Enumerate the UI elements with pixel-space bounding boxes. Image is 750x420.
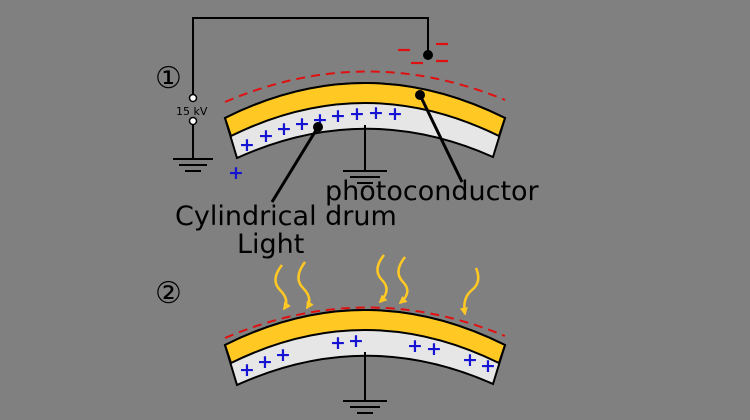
svg-text:+: + [387, 103, 403, 125]
light-ray [397, 256, 409, 305]
svg-text:+: + [462, 349, 478, 371]
step-1-number: ① [155, 61, 182, 96]
light-ray [274, 264, 291, 311]
voltage-label: 15 kV [176, 105, 208, 118]
step-1-charging: ① 15 kV + + + + + [155, 17, 540, 260]
svg-text:+: + [239, 359, 255, 381]
drum-leader [270, 126, 320, 203]
svg-text:+: + [349, 103, 365, 125]
drum-label: Cylindrical drum [175, 201, 397, 232]
corona-negative-charges [398, 42, 448, 65]
terminal-top [188, 93, 198, 103]
light-rays [274, 254, 480, 316]
svg-text:+: + [330, 332, 346, 354]
svg-text:+: + [239, 134, 255, 156]
light-ray [297, 261, 314, 310]
svg-text:+: + [407, 335, 423, 357]
photoconductor-leader [418, 94, 464, 183]
photoconductor-layer-1 [223, 82, 507, 138]
svg-text:+: + [348, 330, 364, 352]
svg-text:+: + [480, 355, 496, 377]
svg-text:+: + [368, 102, 384, 124]
photoconductor-layer-2 [223, 309, 507, 365]
drum-positive-charges-2: + + + + + + + + + [239, 330, 496, 381]
light-ray [459, 267, 480, 316]
step-2-exposure: ② + + + + + + + + + [155, 254, 507, 414]
svg-text:+: + [257, 351, 273, 373]
circuit-wire [192, 17, 429, 98]
light-label: Light [237, 229, 304, 260]
negative-charge-layer [224, 70, 506, 103]
svg-text:+: + [275, 344, 291, 366]
photoconductor-label: photoconductor [325, 176, 540, 207]
svg-text:+: + [294, 113, 310, 135]
free-positive-charge: + [228, 162, 244, 184]
ground-symbol-left [173, 158, 213, 172]
svg-text:+: + [276, 118, 292, 140]
svg-text:+: + [258, 125, 274, 147]
step-2-number: ② [155, 276, 182, 311]
svg-text:+: + [330, 105, 346, 127]
drum-positive-charges-1: + + + + + + + + + [239, 102, 403, 156]
negative-charge-layer-2 [224, 306, 506, 339]
terminal-bottom [188, 116, 198, 126]
svg-text:+: + [426, 338, 442, 360]
corona-wire-dot [423, 50, 433, 60]
light-ray [376, 254, 388, 304]
ground-symbol-drum-1 [343, 170, 387, 184]
ground-symbol-drum-2 [343, 400, 387, 414]
